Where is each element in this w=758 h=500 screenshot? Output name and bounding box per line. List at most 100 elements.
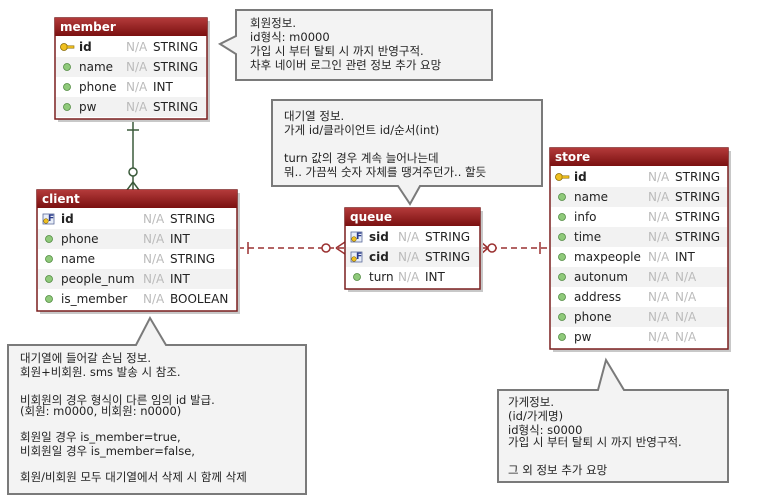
svg-text:F: F xyxy=(48,214,54,224)
column-icon xyxy=(63,63,71,71)
note-store-line: 가입 시 부터 탈퇴 시 까지 반영구적. xyxy=(508,435,682,449)
column-name: people_num xyxy=(61,272,135,286)
column-type: N/A xyxy=(675,290,697,304)
column-icon xyxy=(558,293,566,301)
column-name: sid xyxy=(369,230,389,244)
column-type: STRING xyxy=(425,230,470,244)
column-type: INT xyxy=(675,250,696,264)
column-name: is_member xyxy=(61,292,127,306)
table-title: client xyxy=(42,192,80,206)
column-name: id xyxy=(574,170,587,184)
column-nullable: N/A xyxy=(126,40,148,54)
column-nullable: N/A xyxy=(143,272,165,286)
note-client: 대기열에 들어갈 손님 정보. 회원+비회원. sms 발송 시 참조. 비회원… xyxy=(7,315,307,495)
note-client-line: 회원/비회원 모두 대기열에서 삭제 시 함께 삭제 xyxy=(20,470,247,484)
column-nullable: N/A xyxy=(143,212,165,226)
table-row[interactable]: autonum N/A N/A xyxy=(551,267,727,287)
column-name: phone xyxy=(61,232,99,246)
primary-key-icon xyxy=(555,173,570,181)
row-stripe xyxy=(551,267,727,287)
column-icon xyxy=(558,253,566,261)
note-store-line: id형식: s0000 xyxy=(508,423,582,437)
table-header xyxy=(550,148,728,166)
column-nullable: N/A xyxy=(143,292,165,306)
note-queue-line: 대기열 정보. xyxy=(284,109,344,123)
column-name: autonum xyxy=(574,270,628,284)
foreign-key-icon: F xyxy=(350,231,363,243)
column-type: STRING xyxy=(153,60,198,74)
column-nullable: N/A xyxy=(648,170,670,184)
note-store: 가게정보. (id/가게명) id형식: s0000 가입 시 부터 탈퇴 시 … xyxy=(497,357,729,483)
note-client-line: 비회원의 경우 형식이 다른 임의 id 발급. xyxy=(20,393,215,407)
column-icon xyxy=(353,273,361,281)
column-type: N/A xyxy=(675,270,697,284)
column-icon xyxy=(558,273,566,281)
table-row[interactable]: is_member N/A BOOLEAN xyxy=(45,292,229,306)
note-queue-line: turn 값의 경우 계속 늘어나는데 xyxy=(284,151,439,165)
column-nullable: N/A xyxy=(126,100,148,114)
column-icon xyxy=(558,193,566,201)
table-header xyxy=(37,190,237,208)
note-client-line: 회원+비회원. sms 발송 시 참조. xyxy=(20,365,181,379)
note-queue-line: 뭐.. 가끔씩 숫자 자체를 땡겨주던가.. 할듯 xyxy=(284,165,486,179)
column-type: STRING xyxy=(675,230,720,244)
note-client-line: 회원일 경우 is_member=true, xyxy=(20,430,181,444)
column-name: name xyxy=(79,60,113,74)
table-row[interactable]: id N/A STRING xyxy=(60,40,199,54)
column-name: id xyxy=(61,212,74,226)
column-type: BOOLEAN xyxy=(170,292,228,306)
column-nullable: N/A xyxy=(398,230,420,244)
row-stripe xyxy=(346,247,479,267)
column-type: STRING xyxy=(153,40,198,54)
row-stripe xyxy=(551,187,727,207)
column-icon xyxy=(558,233,566,241)
svg-text:F: F xyxy=(356,252,362,262)
row-stripe xyxy=(38,229,236,249)
column-nullable: N/A xyxy=(648,210,670,224)
column-type: STRING xyxy=(170,212,215,226)
column-icon xyxy=(558,313,566,321)
row-stripe xyxy=(56,97,206,117)
column-icon xyxy=(63,103,71,111)
table-title: store xyxy=(555,150,590,164)
note-client-line: 대기열에 들어갈 손님 정보. xyxy=(20,351,151,365)
column-icon xyxy=(45,255,53,263)
column-icon xyxy=(558,333,566,341)
column-type: INT xyxy=(153,80,174,94)
foreign-key-icon: F xyxy=(42,213,55,225)
column-name: id xyxy=(79,40,92,54)
column-name: info xyxy=(574,210,597,224)
column-nullable: N/A xyxy=(143,252,165,266)
column-nullable: N/A xyxy=(648,310,670,324)
column-type: STRING xyxy=(153,100,198,114)
column-type: INT xyxy=(170,272,191,286)
column-nullable: N/A xyxy=(648,270,670,284)
table-row[interactable]: people_num N/A INT xyxy=(38,269,236,289)
column-nullable: N/A xyxy=(126,60,148,74)
column-name: phone xyxy=(574,310,612,324)
column-icon xyxy=(63,83,71,91)
column-nullable: N/A xyxy=(648,250,670,264)
table-row[interactable]: name N/A STRING xyxy=(56,57,206,77)
